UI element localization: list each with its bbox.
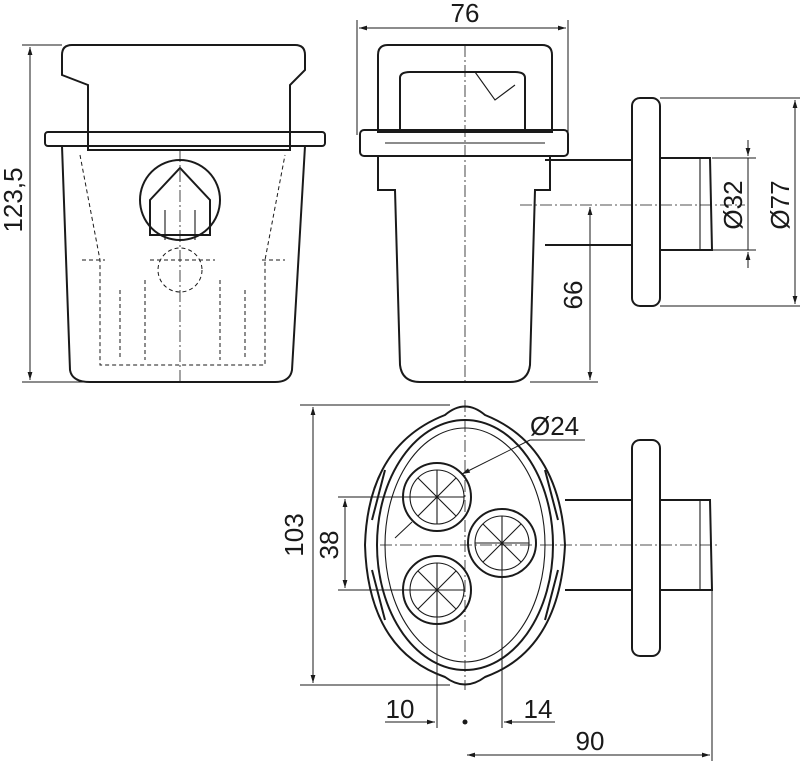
- dim-body-depth: 103: [279, 513, 309, 556]
- front-view: 123,5: [0, 44, 326, 385]
- dim-pipe-diameter: Ø32: [718, 180, 748, 229]
- inlet-grates: [402, 462, 537, 625]
- top-view: 103 38 Ø24 10 14 90: [279, 400, 720, 761]
- dim-height-total: 123,5: [0, 167, 28, 232]
- dim-outlet-length: 90: [576, 726, 605, 756]
- dim-outlet-height: 66: [558, 281, 588, 310]
- dim-width-top: 76: [451, 0, 480, 28]
- side-view: 76 66 Ø32 Ø77: [356, 0, 800, 385]
- dim-offset-left: 10: [386, 694, 415, 724]
- dim-inlet-spacing: 38: [314, 531, 344, 560]
- dim-offset-right: 14: [524, 694, 553, 724]
- dim-flange-diameter: Ø77: [765, 180, 795, 229]
- dim-inlet-diameter: Ø24: [530, 411, 579, 441]
